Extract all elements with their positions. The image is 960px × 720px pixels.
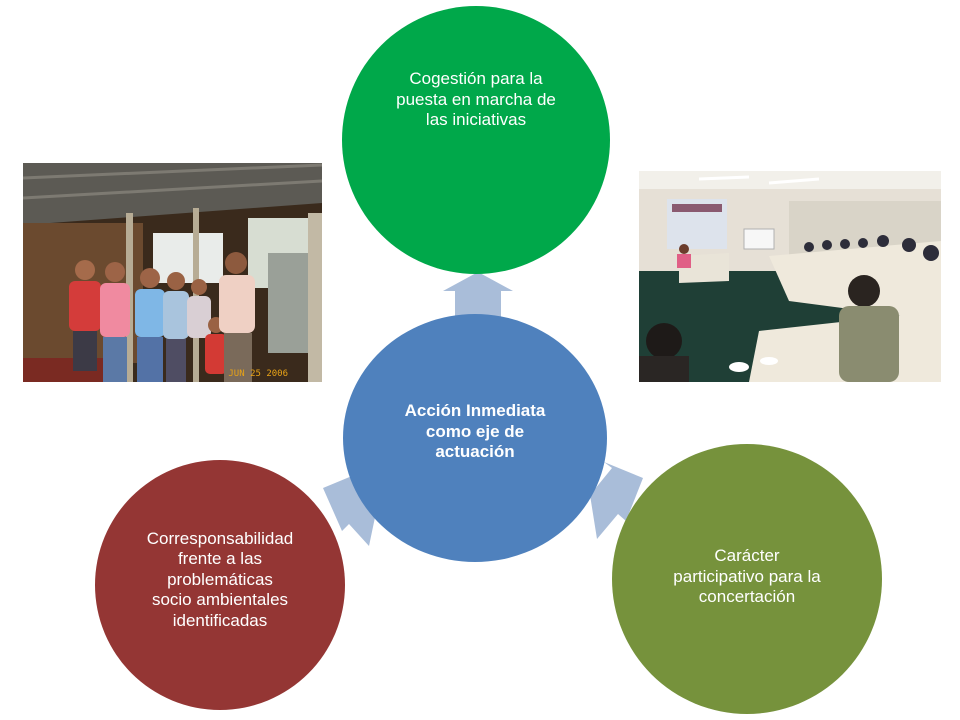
group-photo: JUN 25 2006 [23, 163, 322, 382]
meeting-photo [639, 171, 941, 382]
node-caracter-participativo-label: Carácter participativo para la concertac… [673, 546, 821, 607]
arrow-to-right [590, 462, 643, 539]
node-corresponsabilidad-label: Corresponsabilidad frente a las problemá… [146, 529, 294, 630]
node-accion-inmediata-label: Acción Inmediata como eje de actuación [404, 401, 546, 462]
node-cogestion: Cogestión para la puesta en marcha de la… [342, 6, 610, 274]
date-stamp: JUN 25 2006 [228, 369, 288, 379]
node-corresponsabilidad: Corresponsabilidad frente a las problemá… [95, 460, 345, 710]
node-cogestion-label: Cogestión para la puesta en marcha de la… [396, 69, 556, 130]
arrow-up-to-top [443, 272, 513, 318]
node-caracter-participativo: Carácter participativo para la concertac… [612, 444, 882, 714]
node-accion-inmediata: Acción Inmediata como eje de actuación [343, 314, 607, 562]
